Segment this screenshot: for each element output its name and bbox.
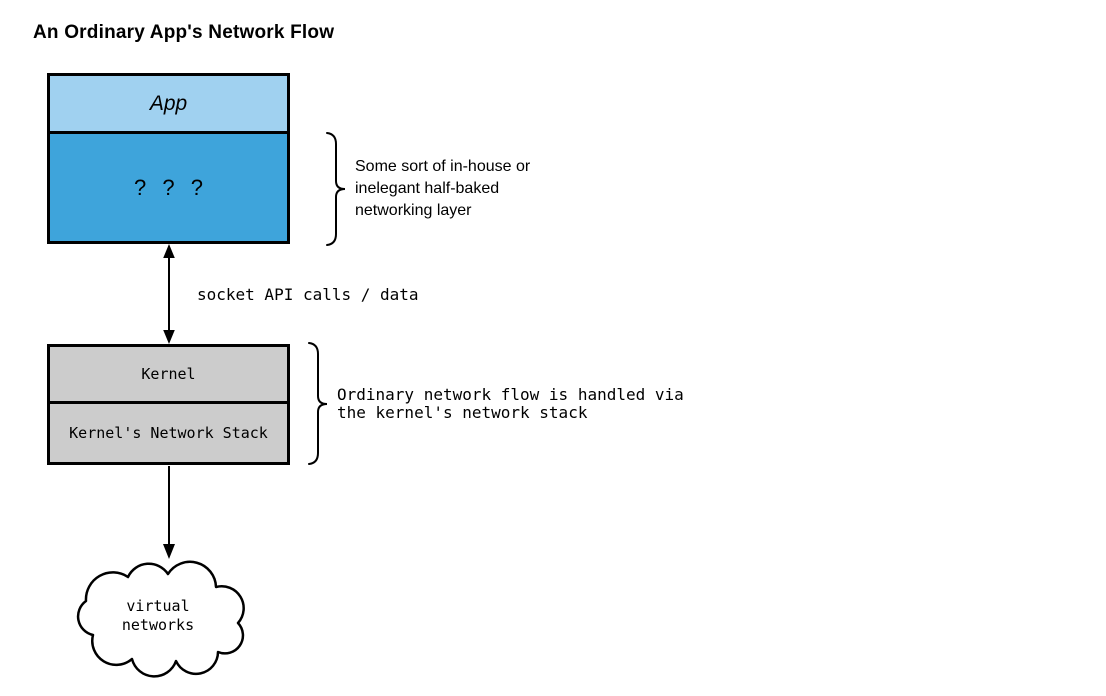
app-brace-icon: [326, 132, 346, 246]
down-arrow-icon: [163, 466, 175, 559]
app-layer: App: [50, 76, 287, 134]
app-box: App ? ? ?: [47, 73, 290, 244]
app-annotation: Some sort of in-house or inelegant half-…: [355, 156, 530, 222]
kernel-layer: Kernel: [50, 347, 287, 404]
kernel-box: Kernel Kernel's Network Stack: [47, 344, 290, 465]
diagram-title: An Ordinary App's Network Flow: [33, 22, 335, 43]
app-layer-label: App: [149, 91, 188, 115]
kernel-annotation-line: Ordinary network flow is handled via: [337, 385, 684, 404]
socket-arrow-label: socket API calls / data: [197, 285, 419, 304]
mystery-layer-label: ? ? ?: [134, 174, 203, 200]
kernel-brace-icon: [308, 342, 328, 465]
up-down-arrow-icon: [163, 244, 175, 344]
app-annotation-line: inelegant half-baked: [355, 180, 500, 197]
kernel-layer-label: Kernel: [141, 365, 196, 383]
kernel-network-stack-layer: Kernel's Network Stack: [50, 404, 287, 462]
cloud-label-line: virtual: [126, 597, 190, 615]
cloud-label: virtual networks: [68, 597, 248, 635]
kernel-network-stack-label: Kernel's Network Stack: [69, 424, 268, 442]
kernel-annotation-line: the kernel's network stack: [337, 403, 588, 422]
cloud-label-line: networks: [121, 616, 195, 634]
mystery-networking-layer: ? ? ?: [50, 134, 287, 241]
app-annotation-line: networking layer: [355, 202, 472, 219]
kernel-annotation: Ordinary network flow is handled via the…: [337, 386, 684, 422]
app-annotation-line: Some sort of in-house or: [355, 158, 531, 175]
